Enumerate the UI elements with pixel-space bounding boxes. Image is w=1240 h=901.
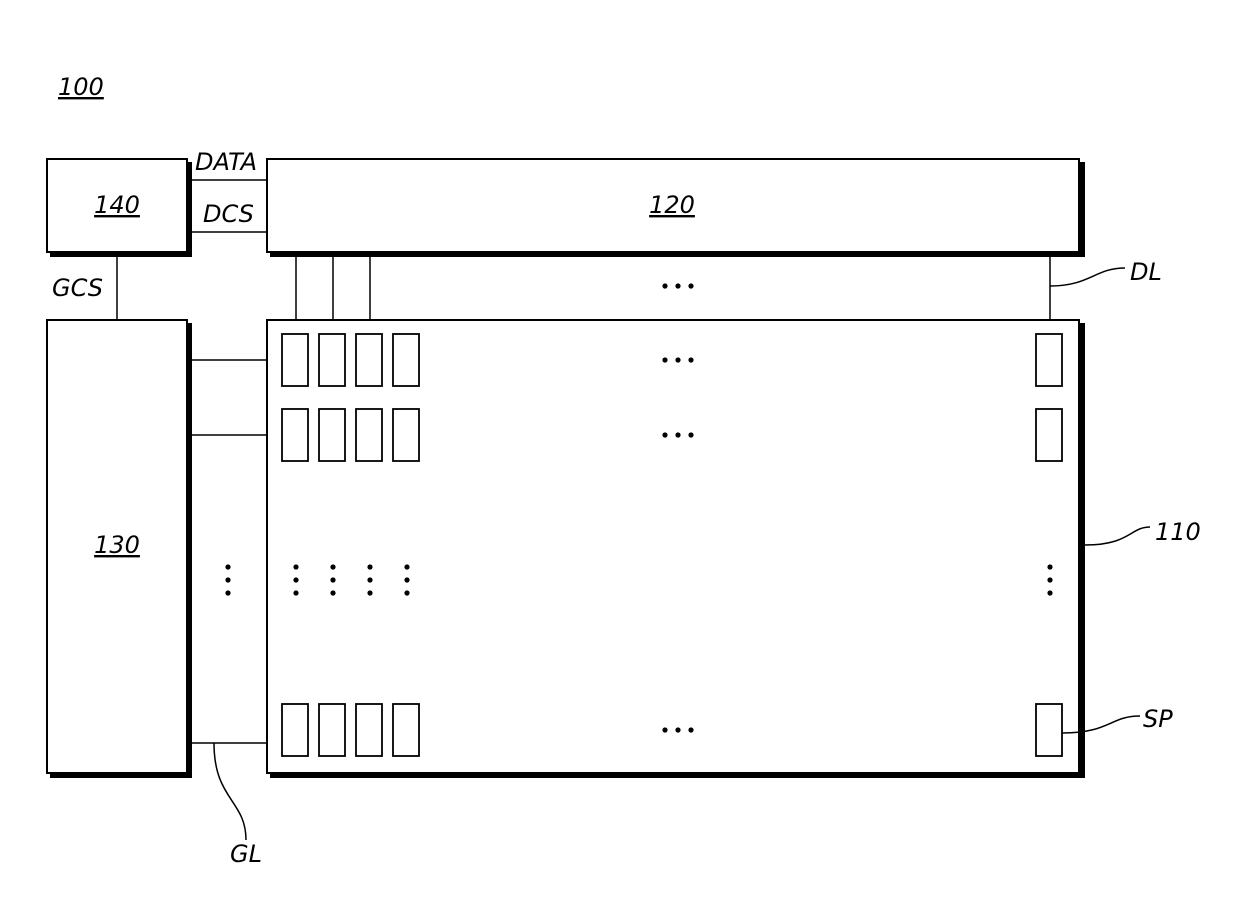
data-signal-label: DATA [195,148,257,176]
display-panel [267,320,1085,778]
block-140: 140 [47,159,192,257]
subpixel [356,704,382,756]
subpixel [282,704,308,756]
sp-callout-label: SP [1143,705,1173,733]
subpixel [393,409,419,461]
gl-callout-label: GL [230,840,262,868]
panel-callout-label: 110 [1155,518,1201,546]
block-140-label: 140 [94,191,140,219]
subpixel [1036,409,1062,461]
dl-callout-label: DL [1130,258,1162,286]
subpixel [319,409,345,461]
subpixel [356,334,382,386]
subpixel [393,704,419,756]
figure-ref-label: 100 [58,73,104,101]
subpixel [319,704,345,756]
subpixel [319,334,345,386]
block-120-label: 120 [649,191,695,219]
dl-callout-leader [1050,268,1125,286]
dcs-signal-label: DCS [203,200,254,228]
data-lines [296,257,1050,320]
block-120: 120 [267,159,1085,257]
gate-lines [192,360,267,743]
subpixel [393,334,419,386]
subpixel [1036,704,1062,756]
subpixel [282,409,308,461]
gcs-signal-label: GCS [52,274,103,302]
subpixel [1036,334,1062,386]
panel-callout-leader [1085,527,1150,545]
block-130: 130 [47,320,192,778]
ellipsis-horizontal [662,283,693,288]
display-panel-box [267,320,1079,773]
block-130-label: 130 [94,531,140,559]
ellipsis-vertical [225,564,230,595]
subpixel [356,409,382,461]
gl-callout-leader [214,743,246,840]
subpixel [282,334,308,386]
